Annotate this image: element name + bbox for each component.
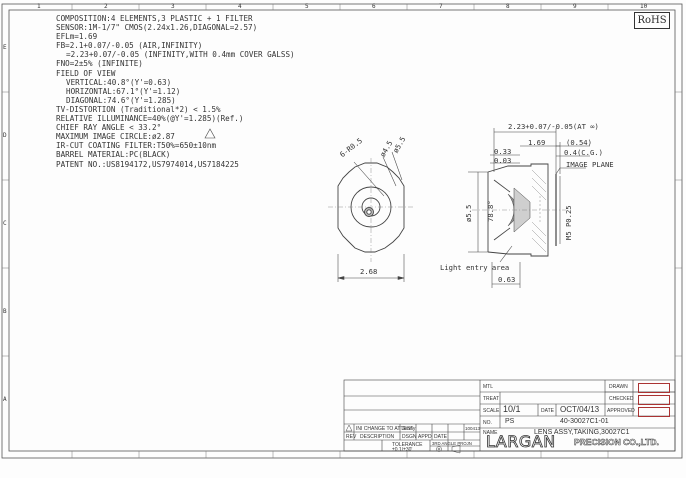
tolerance-value: ±0.1/±30' [392, 447, 413, 453]
spec-line: RELATIVE ILLUMINANCE=40%(@Y'=1.285)(Ref.… [56, 114, 244, 124]
spec-line: FNO=2±5% (INFINITE) [56, 59, 143, 69]
spec-line: =2.23+0.07/-0.05 (INFINITY,WITH 0.4mm CO… [66, 50, 295, 60]
dim-cover-glass: 0.4(C.G.) [564, 148, 603, 157]
dim-054: (0.54) [566, 138, 592, 147]
spec-line: FIELD OF VIEW [56, 68, 116, 78]
dim-003: 0.03 [494, 156, 512, 165]
projection-label: 3RD ANGLE PROJN [432, 441, 472, 446]
border-number-10: 10 [640, 3, 648, 10]
no-value: PS [505, 418, 515, 425]
tolerance-label: TOLERANCE [392, 442, 423, 448]
checked-label: CHECKED [609, 396, 634, 402]
border-letter-b: B [3, 308, 7, 315]
no-label: NO. [483, 420, 492, 426]
spec-line: HORIZONTAL:67.1°(Y'=1.12) [66, 86, 181, 96]
spec-line: TV-DISTORTION (Traditional*2) < 1.5% [56, 104, 221, 114]
spec-line: MAXIMUM IMAGE CIRCLE:ø2.87 [56, 132, 175, 142]
border-letter-c: C [3, 220, 7, 227]
company-logo: LARGAN [486, 432, 556, 452]
dim-063: 0.63 [498, 275, 516, 284]
spec-line: CHIEF RAY ANGLE < 33.2° [56, 123, 162, 133]
border-number-8: 8 [506, 3, 510, 10]
revision-note: INI CHANGE TO ATTEST [356, 426, 414, 432]
spec-line: VERTICAL:40.8°(Y'=0.63) [66, 77, 172, 87]
rev-label: REV [346, 434, 357, 440]
spec-line: IR-CUT COATING FILTER:T50%=650±10nm [56, 141, 217, 151]
dsgn-label: DSGN [402, 434, 417, 440]
image-plane-label: IMAGE PLANE [566, 160, 614, 169]
border-letter-e: E [3, 44, 7, 51]
dim-angle: 78.8° [486, 200, 495, 222]
spec-line: SENSOR:1M-1/7" CMOS(2.24x1.26,DIAGONAL=2… [56, 23, 258, 33]
border-letter-d: D [3, 132, 7, 139]
border-number-7: 7 [439, 3, 443, 10]
name-value: LENS ASSY,TAKING,30027C1 [534, 429, 630, 436]
drawn-label: DRAWN [609, 384, 628, 390]
description-label: DESCRIPTION [360, 434, 395, 440]
border-number-6: 6 [372, 3, 376, 10]
checked-stamp [638, 395, 670, 405]
border-number-4: 4 [238, 3, 242, 10]
drawn-stamp [638, 383, 670, 393]
date-column-label: DATE [434, 434, 447, 440]
spec-line: DIAGONAL:74.6°(Y'=1.285) [66, 95, 176, 105]
date-value: OCT/04/13 [560, 405, 600, 414]
border-number-1: 1 [37, 3, 41, 10]
approved-stamp [638, 407, 670, 417]
border-number-5: 5 [305, 3, 309, 10]
dim-back-focal: 2.23+0.07/-0.05(AT ∞) [508, 122, 599, 131]
border-number-9: 9 [573, 3, 577, 10]
spec-line: PATENT NO.:US8194172,US7974014,US7184225 [56, 159, 239, 169]
rohs-badge: RoHS [634, 12, 670, 29]
appd-label: APPD [418, 434, 432, 440]
dim-169: 1.69 [528, 138, 546, 147]
dim-thread: M5 P0.25 [564, 205, 573, 240]
part-number: 40-30027C1-01 [560, 418, 609, 425]
scale-label: SCALE [483, 408, 500, 414]
scale-value: 10/1 [503, 404, 521, 414]
border-letter-a: A [3, 396, 7, 403]
revision-by: Jenny [402, 426, 416, 432]
light-entry-label: Light entry area [440, 263, 510, 272]
name-label: NAME [483, 430, 498, 436]
spec-line: FB=2.1+0.07/-0.05 (AIR,INFINITY) [56, 41, 203, 51]
dim-033: 0.33 [494, 147, 512, 156]
revision-date: 100413 [465, 426, 481, 431]
approved-label: APPROVED [607, 408, 635, 414]
border-number-2: 2 [104, 3, 108, 10]
spec-line: BARREL MATERIAL:PC(BLACK) [56, 150, 171, 160]
mtl-label: MTL [483, 384, 493, 390]
date-label: DATE [541, 408, 554, 414]
spec-line: EFLm=1.69 [56, 32, 98, 42]
border-number-3: 3 [171, 3, 175, 10]
dim-width: 2.68 [360, 267, 378, 276]
dim-diameter: ø5.5 [464, 204, 473, 222]
spec-line: COMPOSITION:4 ELEMENTS,3 PLASTIC + 1 FIL… [56, 14, 253, 23]
treat-label: TREAT [483, 396, 500, 402]
company-name: PRECISION CO.,LTD. [574, 437, 659, 448]
spec-notes: COMPOSITION:4 ELEMENTS,3 PLASTIC + 1 FIL… [56, 14, 295, 169]
